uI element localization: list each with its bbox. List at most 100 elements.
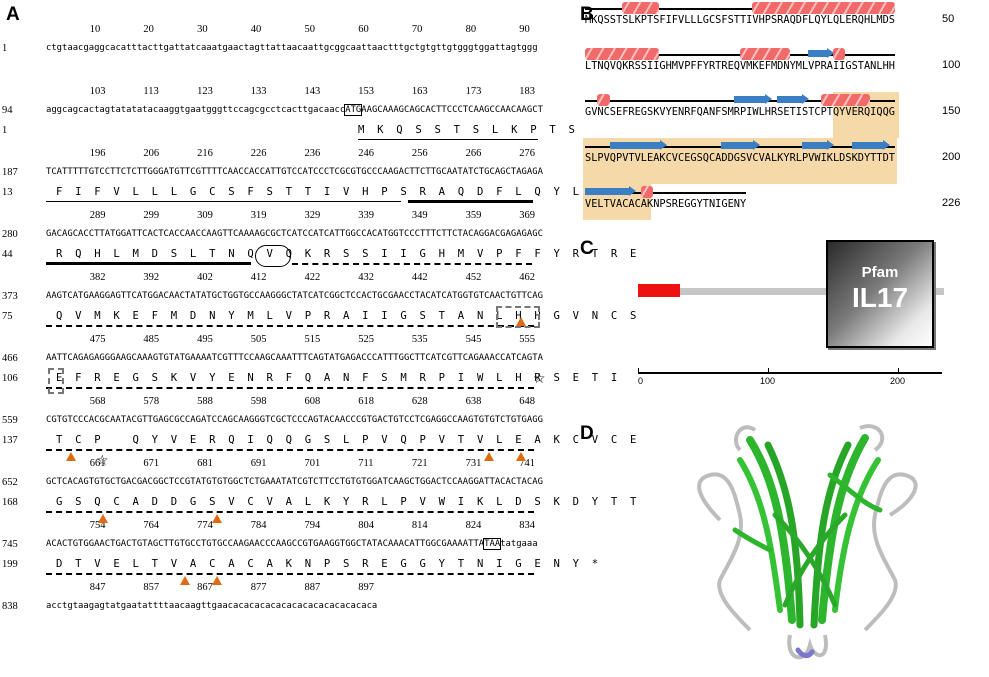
position-number: 877 <box>250 582 267 593</box>
position-number: 814 <box>411 520 428 531</box>
aa-line-number: 75 <box>2 311 13 322</box>
protein-sequence-line: GVNCSEFREGSKVYENRFQANFSMRPIWLHRSETISTCPT… <box>585 106 895 118</box>
amino-acid-sequence: R Q H L M D S L T N Q V Q K R S S I I G … <box>56 248 637 260</box>
mature-peptide-line <box>46 511 534 513</box>
position-number: 764 <box>143 520 160 531</box>
nt-line-number: 280 <box>2 229 18 240</box>
alpha-helix-icon <box>740 48 790 60</box>
position-number: 804 <box>358 520 374 531</box>
position-number: 369 <box>519 210 536 221</box>
beta-strand-2 <box>764 441 804 629</box>
loop-left <box>697 472 752 632</box>
aa-line-number: 199 <box>2 559 18 570</box>
cysteine-triangle-icon <box>66 452 76 461</box>
amino-acid-sequence: D T V E L T V A C A C A K N P S R E G G … <box>56 558 599 570</box>
position-number: 598 <box>250 396 267 407</box>
amino-acid-sequence: G S Q C A D D G S V C V A L K Y R L P V … <box>56 496 637 508</box>
position-number: 452 <box>465 272 482 283</box>
star-marker-icon: ☆ <box>96 453 109 469</box>
beta-strand-icon <box>802 142 827 149</box>
glycosylation-site-box <box>496 306 540 328</box>
aa-line-number: 1 <box>2 125 8 136</box>
protein-sequence-line: LTNQVQKRSSIIGHMVPFFYRTREQVMKEFMDNYMLVPRA… <box>585 60 895 72</box>
cysteine-triangle-icon <box>516 452 526 461</box>
panel-c-domain-diagram: Pfam IL17 0 100 200 <box>636 240 948 390</box>
position-number: 226 <box>250 148 267 159</box>
amino-acid-sequence: T C P Q Y V E R Q I Q Q G S L P V Q P V … <box>56 434 637 446</box>
aa-line-number: 13 <box>2 187 13 198</box>
aa-line-number: 106 <box>2 373 18 384</box>
position-number: 60 <box>358 24 369 35</box>
alpha-helix-icon <box>622 2 660 14</box>
mature-peptide-line <box>46 325 534 327</box>
position-number: 608 <box>304 396 321 407</box>
position-number: 123 <box>197 86 213 97</box>
position-number: 422 <box>304 272 321 283</box>
position-number: 671 <box>143 458 160 469</box>
protein-sequence-line: VELTVACACAKNPSREGGYTNIGENY <box>585 198 747 210</box>
position-number: 867 <box>197 582 213 593</box>
protein-backbone <box>638 288 944 295</box>
position-number: 359 <box>465 210 482 221</box>
position-number: 824 <box>465 520 482 531</box>
position-number: 80 <box>465 24 477 35</box>
loop-bottom <box>787 634 828 660</box>
position-number: 741 <box>519 458 536 469</box>
nt-line-number: 652 <box>2 477 18 488</box>
position-number: 206 <box>143 148 160 159</box>
loop-right <box>863 472 918 632</box>
loop-top-left <box>734 425 757 452</box>
beta-strand-icon <box>721 142 753 149</box>
position-number: 196 <box>89 148 106 159</box>
amino-acid-sequence: E F R E G S K V Y E N R F Q A N F S M R … <box>56 372 618 384</box>
nucleotide-sequence: aggcagcactagtatatatacaaggtgaatgggttccagc… <box>46 104 543 116</box>
position-number: 442 <box>411 272 428 283</box>
position-number: 648 <box>519 396 536 407</box>
position-number: 173 <box>465 86 482 97</box>
residue-count: 150 <box>942 105 961 117</box>
position-number: 701 <box>304 458 321 469</box>
cysteine-triangle-icon <box>180 576 190 585</box>
beta-strand-4 <box>818 434 869 624</box>
nucleotide-sequence: ACACTGTGGAACTGACTGTAGCTTGTGCCTGTGCCAAGAA… <box>46 538 538 550</box>
position-number: 392 <box>143 272 160 283</box>
position-number: 857 <box>143 582 160 593</box>
beta-strand-icon <box>851 142 883 149</box>
mature-peptide-line <box>46 387 534 389</box>
position-number: 256 <box>411 148 428 159</box>
beta-strand-5 <box>810 441 852 629</box>
nucleotide-sequence: CGTGTCCCACGCAATACGTTGAGCGCCAGATCCAGCAAGG… <box>46 415 543 425</box>
position-number: 133 <box>250 86 267 97</box>
nucleotide-sequence: AAGTCATGAAGGAGTTCATGGACAACTATATGCTGGTGCC… <box>46 291 543 301</box>
beta-strand-arrowhead <box>752 140 760 150</box>
residue-count: 226 <box>942 197 961 209</box>
beta-strand-arrowhead <box>659 140 667 150</box>
nt-line-number: 838 <box>2 601 18 612</box>
position-number: 628 <box>411 396 428 407</box>
position-number: 691 <box>250 458 267 469</box>
amino-acid-sequence: M K Q S S T S L K P T S <box>358 124 575 136</box>
signal-peptide-line <box>358 139 538 140</box>
axis-tick-100 <box>768 368 769 374</box>
nt-line-number: 187 <box>2 167 18 178</box>
position-number: 784 <box>250 520 267 531</box>
position-number: 568 <box>89 396 106 407</box>
position-number: 183 <box>519 86 536 97</box>
beta-strand-arrowhead <box>827 48 834 58</box>
position-number: 103 <box>89 86 106 97</box>
axis-label-100: 100 <box>760 376 776 386</box>
position-number: 349 <box>411 210 428 221</box>
signal-peptide-line <box>46 201 401 202</box>
beta-strand-icon <box>733 96 765 103</box>
position-number: 555 <box>519 334 536 345</box>
position-number: 525 <box>358 334 374 345</box>
position-number: 535 <box>411 334 428 345</box>
beta-strand-arrowhead <box>882 140 890 150</box>
position-number: 143 <box>304 86 321 97</box>
alpha-helix-icon <box>820 94 871 106</box>
mature-peptide-line <box>46 573 534 575</box>
position-number: 794 <box>304 520 321 531</box>
position-number: 153 <box>358 86 374 97</box>
position-number: 276 <box>519 148 536 159</box>
position-number: 545 <box>465 334 482 345</box>
